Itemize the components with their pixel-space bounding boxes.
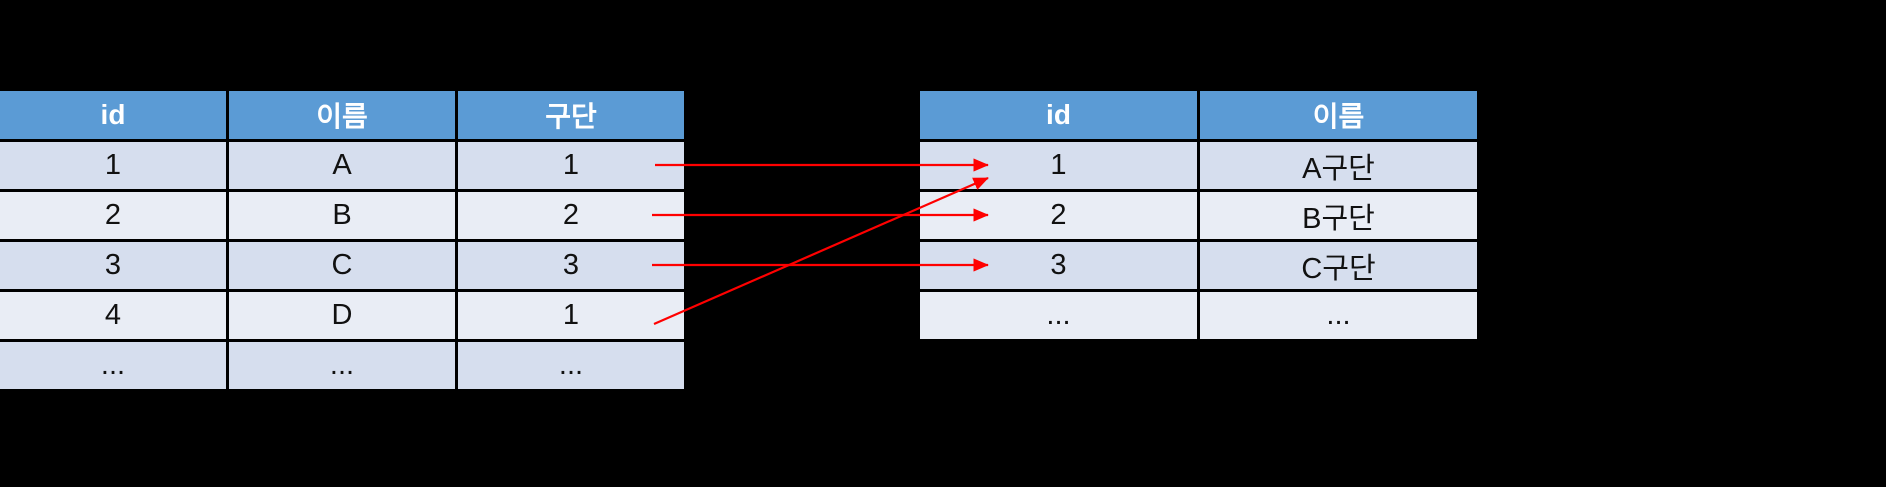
left-cell-team-4: 1	[458, 292, 684, 339]
table-row: 2 B 2	[0, 192, 684, 239]
left-header-name: 이름	[229, 91, 455, 139]
left-table: id 이름 구단 1 A 1 2 B 2 3 C 3 4 D	[0, 88, 687, 392]
left-cell-name-1: A	[229, 142, 455, 189]
right-header-id: id	[920, 91, 1197, 139]
right-cell-name-2: B구단	[1200, 192, 1477, 239]
left-cell-team-2: 2	[458, 192, 684, 239]
left-cell-team-3: 3	[458, 242, 684, 289]
table-row: 1 A 1	[0, 142, 684, 189]
left-cell-id-ellipsis: ...	[0, 342, 226, 389]
left-cell-name-3: C	[229, 242, 455, 289]
right-cell-id-2: 2	[920, 192, 1197, 239]
right-table: id 이름 1 A구단 2 B구단 3 C구단 ... ...	[917, 88, 1480, 342]
right-header-name: 이름	[1200, 91, 1477, 139]
left-cell-name-2: B	[229, 192, 455, 239]
right-cell-name-1: A구단	[1200, 142, 1477, 189]
left-cell-id-3: 3	[0, 242, 226, 289]
left-cell-id-2: 2	[0, 192, 226, 239]
table-row-ellipsis: ... ...	[920, 292, 1477, 339]
left-cell-team-1: 1	[458, 142, 684, 189]
table-row: 3 C구단	[920, 242, 1477, 289]
right-cell-id-ellipsis: ...	[920, 292, 1197, 339]
table-row-ellipsis: ... ... ...	[0, 342, 684, 389]
table-row: 1 A구단	[920, 142, 1477, 189]
right-cell-name-ellipsis: ...	[1200, 292, 1477, 339]
right-cell-id-3: 3	[920, 242, 1197, 289]
right-cell-id-1: 1	[920, 142, 1197, 189]
left-cell-team-ellipsis: ...	[458, 342, 684, 389]
left-cell-id-1: 1	[0, 142, 226, 189]
left-header-id: id	[0, 91, 226, 139]
left-header-team: 구단	[458, 91, 684, 139]
table-row: 4 D 1	[0, 292, 684, 339]
left-cell-name-4: D	[229, 292, 455, 339]
left-table-header-row: id 이름 구단	[0, 91, 684, 139]
right-table-header-row: id 이름	[920, 91, 1477, 139]
right-cell-name-3: C구단	[1200, 242, 1477, 289]
left-cell-id-4: 4	[0, 292, 226, 339]
table-row: 3 C 3	[0, 242, 684, 289]
table-row: 2 B구단	[920, 192, 1477, 239]
left-cell-name-ellipsis: ...	[229, 342, 455, 389]
